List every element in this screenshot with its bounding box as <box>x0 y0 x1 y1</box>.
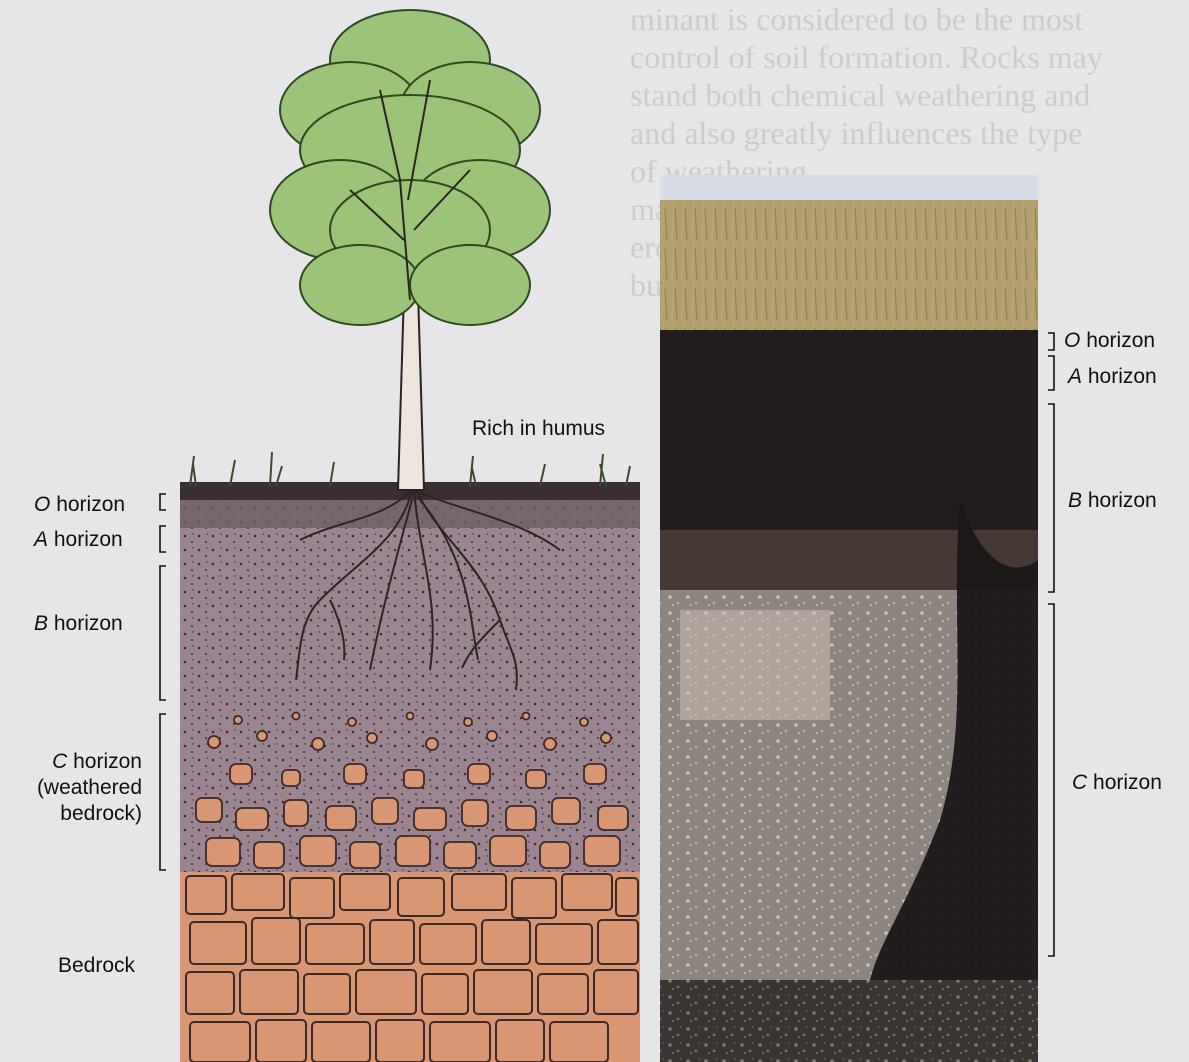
illustration-brackets <box>160 494 166 870</box>
illustration-a-horizon-label: A horizon <box>34 527 123 553</box>
illustration-b-horizon-label: B horizon <box>34 611 123 637</box>
photo-c-horizon-label: C horizon <box>1072 770 1162 796</box>
rich-in-humus-label: Rich in humus <box>472 416 605 442</box>
tree-foliage <box>270 10 550 325</box>
illustration-c-horizon-label: C horizon (weathered bedrock) <box>20 749 142 827</box>
photo-o-horizon-label: O horizon <box>1064 328 1155 354</box>
photo-a-horizon-label: A horizon <box>1068 364 1157 390</box>
soil-illustration <box>180 10 640 1062</box>
bedrock-blocks <box>180 872 640 1062</box>
photo-brackets <box>1048 333 1054 956</box>
illustration-o-horizon-label: O horizon <box>34 492 125 518</box>
tree-trunk <box>398 292 424 490</box>
soil-photo <box>660 175 1038 1062</box>
photo-b-horizon-label: B horizon <box>1068 488 1157 514</box>
bedrock-label: Bedrock <box>58 953 135 979</box>
